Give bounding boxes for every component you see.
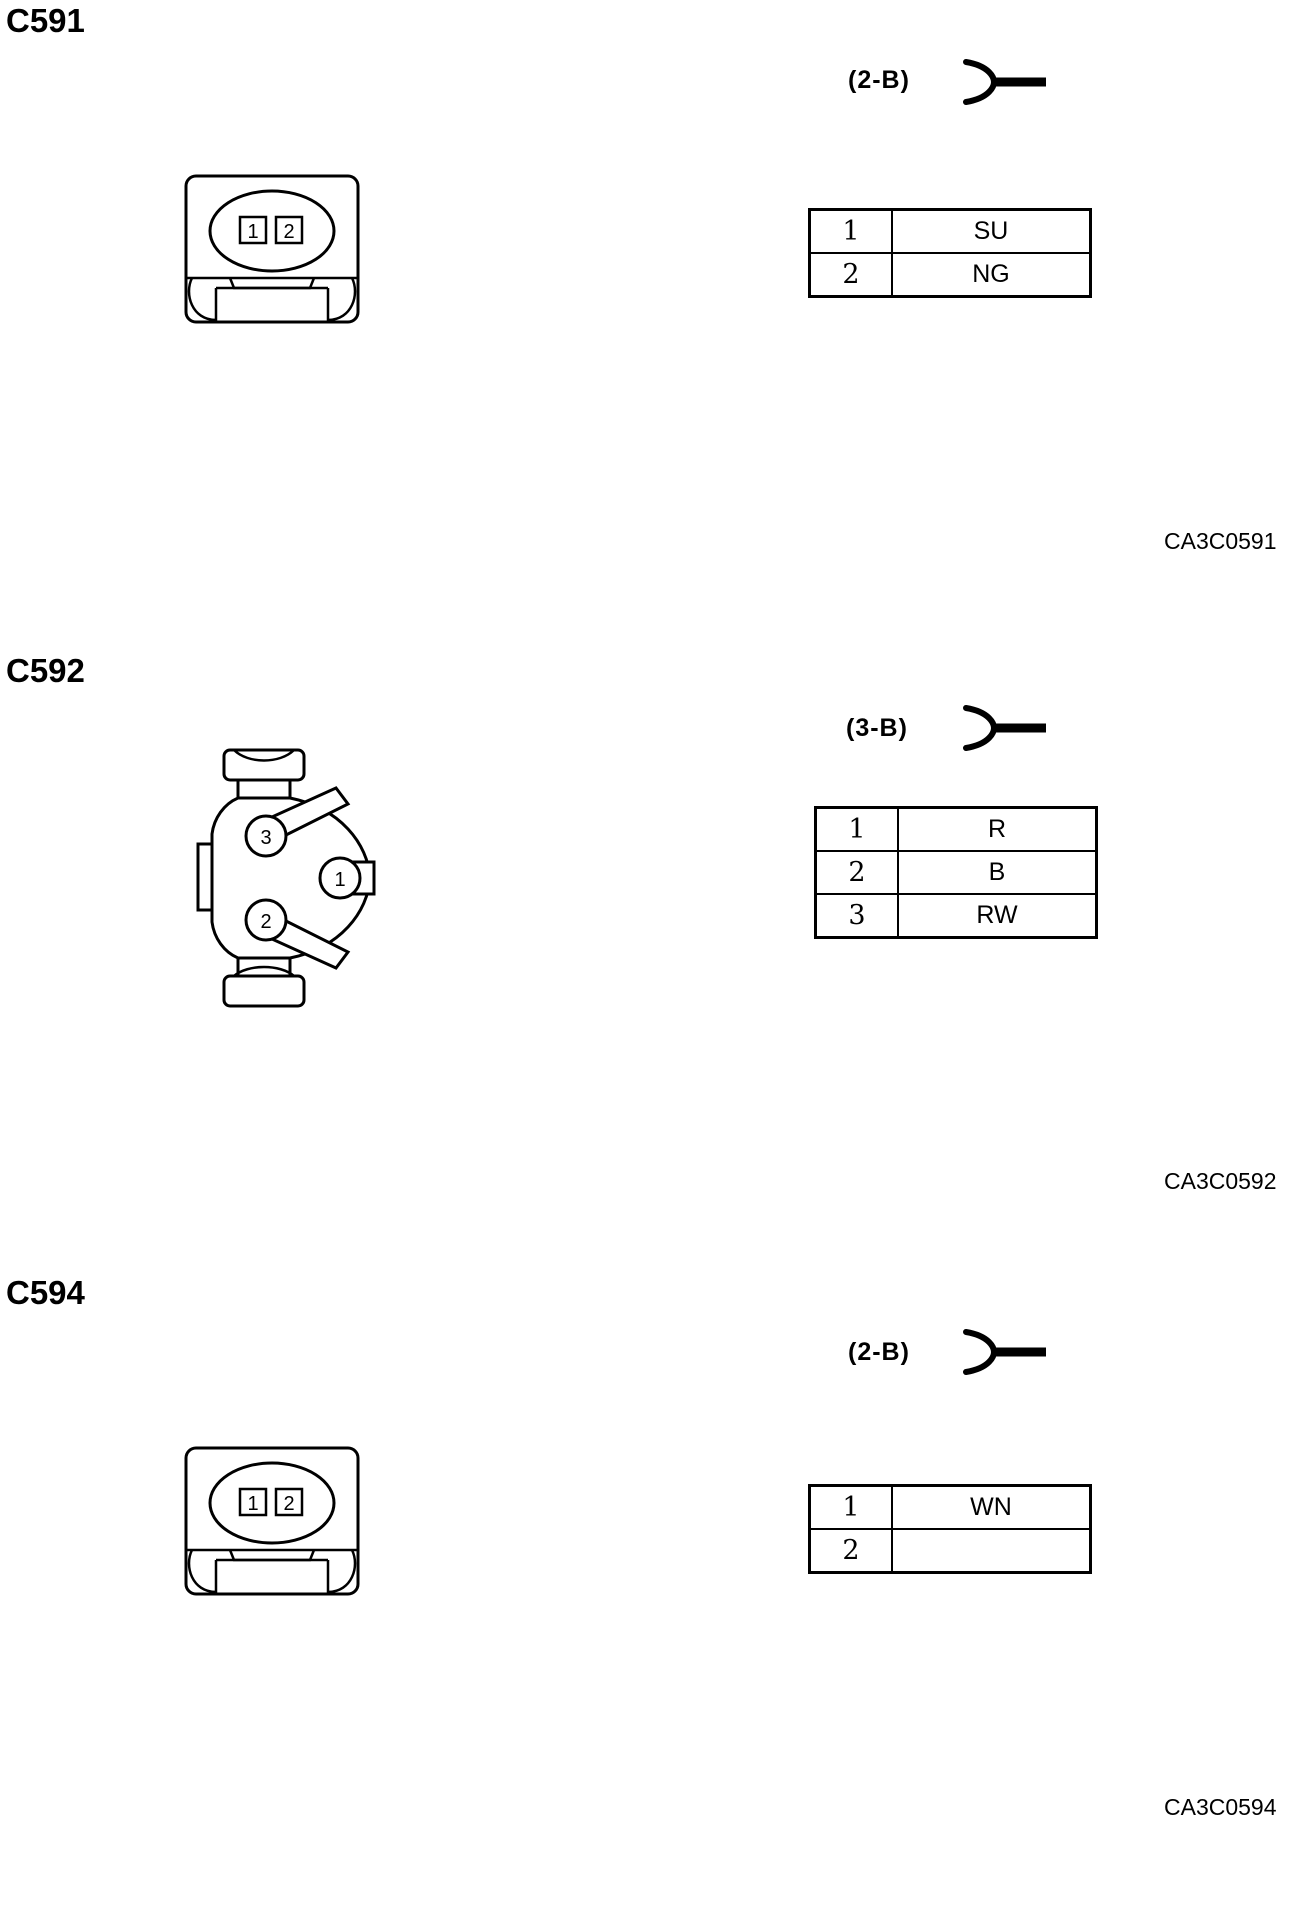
- connector-id: C594: [6, 1274, 85, 1311]
- terminal-1: 1: [238, 1487, 268, 1517]
- wire-color: R: [897, 806, 1098, 852]
- wire-color: RW: [897, 893, 1098, 939]
- pin-number: 2: [808, 1528, 893, 1574]
- wire-color: WN: [891, 1484, 1092, 1530]
- wire-color: B: [897, 850, 1098, 895]
- connector-face-drawing: 3 1 2: [196, 748, 376, 1008]
- table-row: 2 NG: [808, 252, 1092, 298]
- terminal-2: 2: [274, 1487, 304, 1517]
- terminal-label: 1: [334, 869, 345, 891]
- table-row: 2 B: [814, 850, 1098, 895]
- wire-color: NG: [891, 252, 1092, 298]
- terminal-2: 2: [274, 215, 304, 245]
- connector-face-drawing: 1 2: [184, 1446, 360, 1596]
- pin-number: 3: [814, 893, 899, 939]
- pin-table: 1 WN 2: [808, 1484, 1092, 1574]
- terminal-label: 2: [283, 221, 294, 243]
- terminal-3: 3: [244, 814, 288, 858]
- terminal-label: 3: [260, 827, 271, 849]
- connector-section-c591: C591 (2-B) 1 2 1 SU 2 NG CA3C0591: [0, 0, 1312, 640]
- connector-section-c592: C592 (3-B) 3 1: [0, 650, 1312, 1290]
- pin-table: 1 SU 2 NG: [808, 208, 1092, 298]
- terminal-2: 2: [244, 898, 288, 942]
- terminal-label: 1: [247, 1493, 258, 1515]
- connector-face-drawing: 1 2: [184, 174, 360, 324]
- connector-type-code: (2-B): [848, 1338, 910, 1366]
- pin-number: 2: [808, 252, 893, 298]
- female-terminal-icon: [963, 59, 1046, 105]
- table-row: 2: [808, 1528, 1092, 1574]
- connector-id: C591: [6, 2, 85, 39]
- figure-ref-code: CA3C0591: [1164, 528, 1277, 554]
- connector-section-c594: C594 (2-B) 1 2 1 WN 2 CA3C0594: [0, 1272, 1312, 1912]
- connector-type-code: (3-B): [846, 714, 908, 742]
- wire-color: [891, 1528, 1092, 1574]
- wire-color: SU: [891, 208, 1092, 254]
- pin-number: 2: [814, 850, 899, 895]
- table-row: 1 WN: [808, 1484, 1092, 1530]
- table-row: 3 RW: [814, 893, 1098, 939]
- pin-number: 1: [814, 806, 899, 852]
- pin-table: 1 R 2 B 3 RW: [814, 806, 1098, 939]
- terminal-label: 1: [247, 221, 258, 243]
- pin-number: 1: [808, 208, 893, 254]
- connector-id: C592: [6, 652, 85, 689]
- connector-type-code: (2-B): [848, 66, 910, 94]
- female-terminal-icon: [963, 705, 1046, 751]
- female-terminal-icon: [963, 1329, 1046, 1375]
- pin-number: 1: [808, 1484, 893, 1530]
- table-row: 1 R: [814, 806, 1098, 852]
- terminal-1: 1: [238, 215, 268, 245]
- figure-ref-code: CA3C0594: [1164, 1794, 1277, 1820]
- terminal-label: 2: [283, 1493, 294, 1515]
- terminal-label: 2: [260, 911, 271, 933]
- table-row: 1 SU: [808, 208, 1092, 254]
- figure-ref-code: CA3C0592: [1164, 1168, 1277, 1194]
- terminal-1: 1: [318, 856, 362, 900]
